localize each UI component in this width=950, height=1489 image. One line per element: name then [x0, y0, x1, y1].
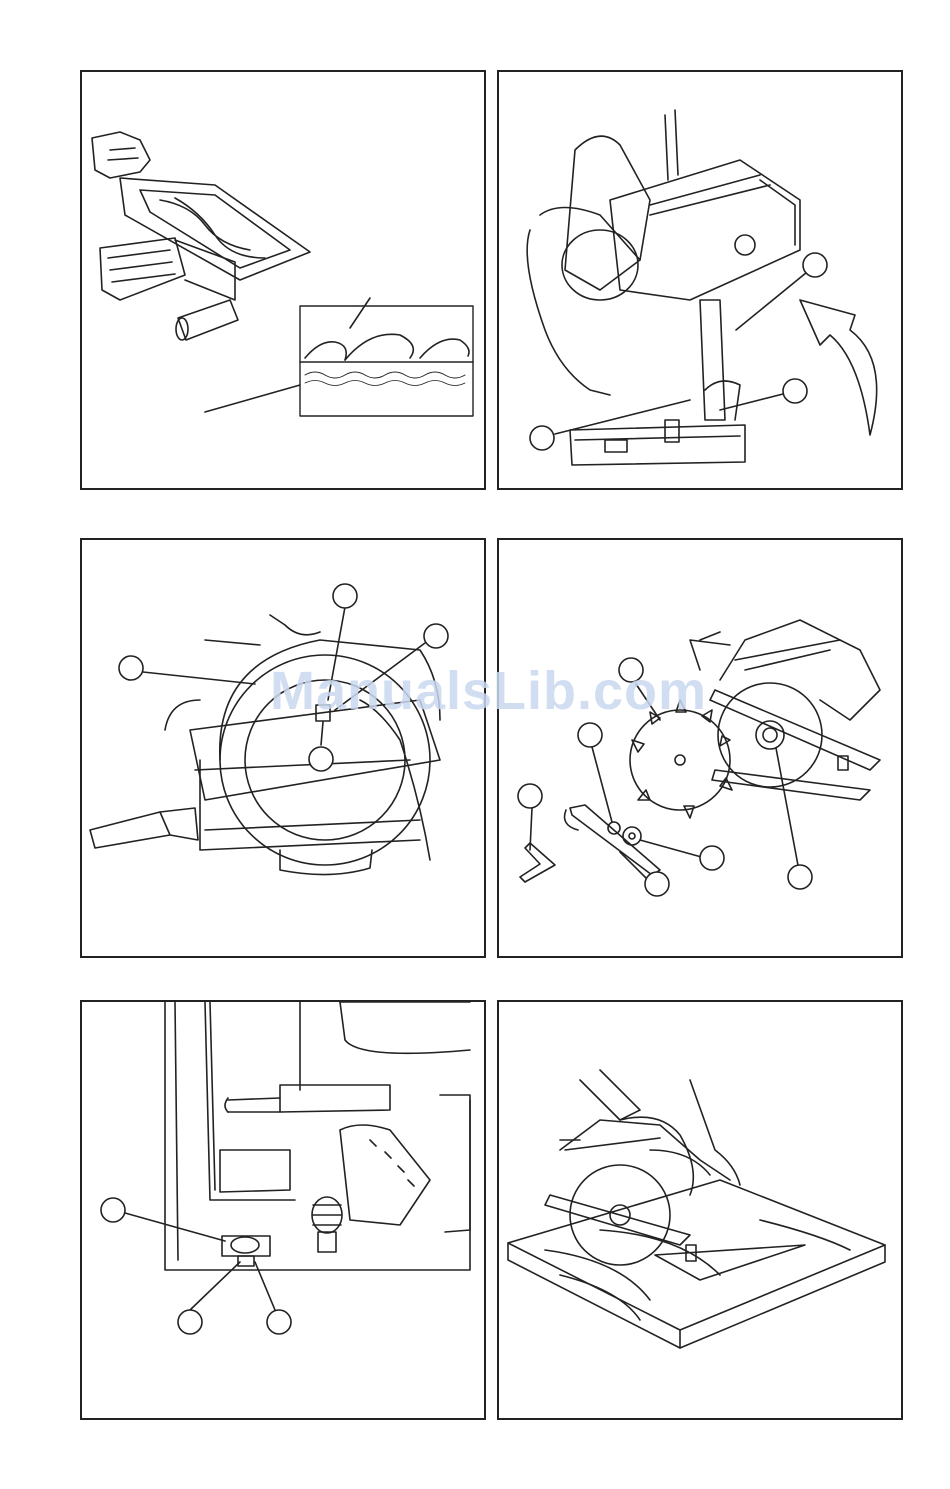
cutting-icon: [508, 1070, 885, 1348]
board-grain-icon: [92, 132, 473, 416]
blade-guard-icon: [90, 584, 448, 875]
base-adjust-icon: [101, 1002, 470, 1334]
blade-change-icon: [518, 620, 880, 896]
depth-adjust-icon: [527, 110, 877, 465]
